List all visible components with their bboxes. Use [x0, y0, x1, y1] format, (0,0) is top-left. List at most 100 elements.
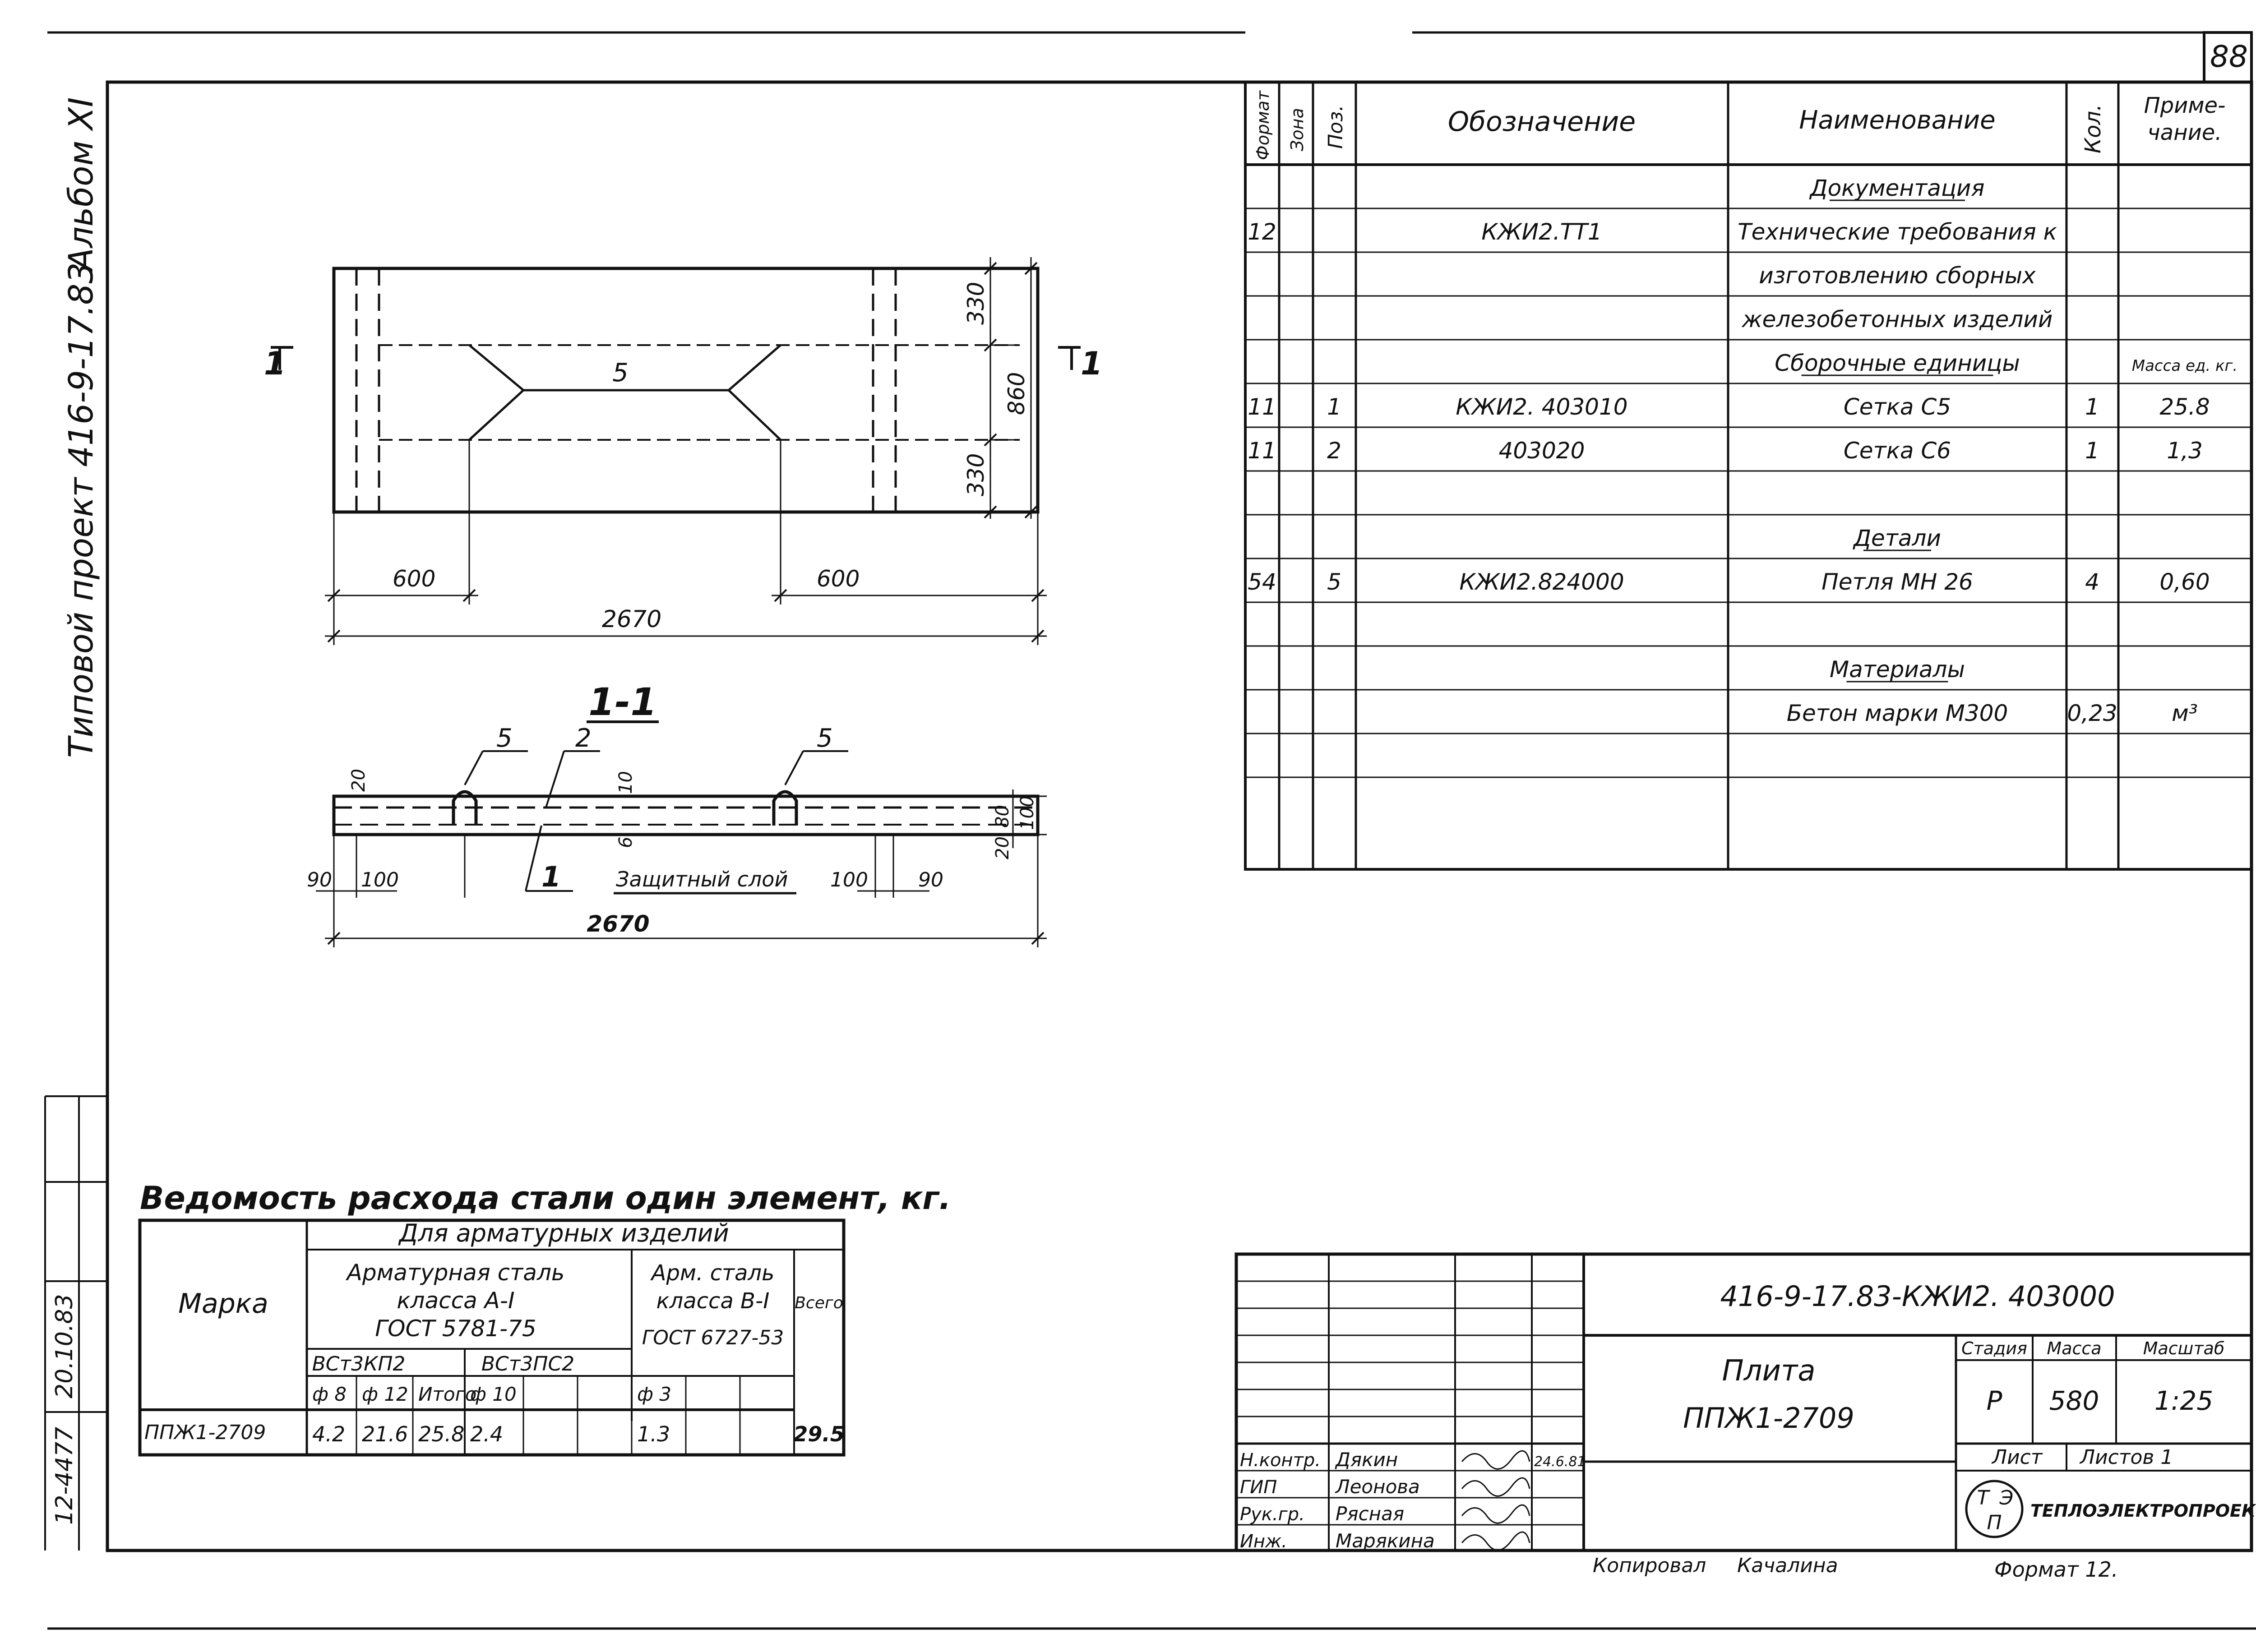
- class-b1-line3: ГОСТ 6727-53: [642, 1326, 784, 1349]
- spec-cell-name: Бетон марки М300: [1787, 700, 2008, 726]
- steel-diameter: Итого: [418, 1383, 476, 1405]
- spec-cell-format: 54: [1248, 569, 1276, 595]
- page-number: 88: [2210, 39, 2248, 74]
- signer-role: Инж.: [1240, 1531, 1287, 1552]
- spec-cell-name: Сетка С6: [1844, 438, 1951, 464]
- hdr-note-2: чание.: [2147, 120, 2222, 145]
- dim-section-2670: 2670: [587, 911, 649, 937]
- hdr-note: Приме-: [2144, 93, 2226, 118]
- section-mark-left: 1: [264, 345, 286, 382]
- sheets-label: Листов 1: [2079, 1446, 2173, 1469]
- stage-label: Стадия: [1961, 1338, 2027, 1358]
- spec-cell-format: 11: [1248, 438, 1276, 464]
- item-mark: ППЖ1-2709: [1683, 1402, 1854, 1435]
- spec-cell-name: Сетка С5: [1844, 394, 1951, 420]
- signer-name: Марякина: [1336, 1530, 1435, 1552]
- dim-860: 860: [1003, 372, 1030, 415]
- dim-right-600: 600: [817, 566, 860, 592]
- class-b1-line1: Арм. сталь: [650, 1260, 775, 1286]
- inventory-stamp: 12-4477 20.10.83: [44, 1095, 107, 1550]
- format-label: Формат 12.: [1994, 1557, 2118, 1582]
- steel-value: 1.3: [637, 1422, 670, 1446]
- sheet-label: Лист: [1991, 1446, 2043, 1469]
- svg-text:Т: Т: [1977, 1486, 1991, 1509]
- steel-diameter: ф 10: [470, 1383, 517, 1405]
- spec-cell-qty: 4: [2085, 569, 2099, 595]
- steel-diameter: ф 12: [362, 1383, 408, 1405]
- signer-role: Рук.гр.: [1240, 1504, 1305, 1525]
- dim-bottom-330: 330: [963, 453, 989, 496]
- steel-diameter: ф 8: [312, 1383, 347, 1405]
- dim-total-2670: 2670: [602, 606, 661, 633]
- dim-left-600: 600: [393, 566, 435, 592]
- spec-cell-qty: 1: [2085, 394, 2099, 420]
- steel-value: 2.4: [470, 1422, 503, 1446]
- signer-date: 24.6.81: [1534, 1454, 1586, 1470]
- signer-role: ГИП: [1240, 1477, 1277, 1498]
- steel-table-title: Ведомость расхода стали один элемент, кг…: [140, 1180, 951, 1217]
- loop-callout: 5: [612, 358, 629, 388]
- spec-cell-name: Сборочные единицы: [1775, 350, 2020, 376]
- spec-cell-pos: 2: [1327, 438, 1341, 464]
- album-label: Альбом XI: [62, 97, 101, 272]
- svg-text:Э: Э: [1999, 1486, 2014, 1509]
- spec-cell-pos: 1: [1327, 394, 1341, 420]
- dim-left-90: 90: [307, 868, 332, 891]
- grade-b: ВСт3ПС2: [481, 1352, 574, 1375]
- dim-mid-10: 10: [615, 771, 636, 794]
- total-header: Всего: [795, 1294, 843, 1312]
- spec-cell-designation: 403020: [1499, 438, 1585, 464]
- spec-cell-name: Документация: [1809, 175, 1985, 201]
- spec-cell-designation: КЖИ2.824000: [1459, 569, 1624, 595]
- hdr-format: Формат: [1253, 90, 1273, 160]
- drawing-code: 416-9-17.83-КЖИ2. 403000: [1720, 1280, 2115, 1313]
- copied-by-label: Копировал: [1593, 1554, 1706, 1577]
- callout-5-right: 5: [817, 724, 833, 753]
- spec-cell-format: 12: [1248, 219, 1276, 245]
- dim-bottom-20: 20: [992, 836, 1013, 859]
- specification-table: Формат Зона Поз. Обозначение Наименовани…: [1244, 81, 2253, 871]
- spec-cell-format: 11: [1248, 394, 1276, 420]
- signer-role: Н.контр.: [1240, 1450, 1321, 1471]
- spec-cell-name: Детали: [1853, 525, 1941, 551]
- section-title: 1-1: [588, 680, 657, 724]
- steel-value: 25.8: [418, 1422, 464, 1446]
- signer-name: Рясная: [1336, 1503, 1404, 1525]
- callout-2: 2: [575, 724, 592, 753]
- grade-a: ВСт3КП2: [312, 1352, 406, 1375]
- dim-top-20: 20: [348, 769, 369, 792]
- signature-scribble: [1461, 1450, 1530, 1470]
- project-label: Типовой проект 416-9-17.83: [62, 262, 101, 758]
- dim-100: 100: [1017, 796, 1038, 830]
- spec-cell-name: Материалы: [1830, 656, 1965, 683]
- hdr-pos: Поз.: [1324, 105, 1347, 149]
- item-name: Плита: [1722, 1354, 1815, 1388]
- svg-text:П: П: [1987, 1511, 2002, 1534]
- spec-cell-name: Петля МН 26: [1821, 569, 1973, 595]
- section-view: 1-1 5 2 5 1 Защитный слой 20 10 6 80: [307, 680, 1047, 947]
- plan-view: 5 1 1 330 860 330: [264, 257, 1103, 645]
- class-a1-line2: класса А-I: [397, 1287, 514, 1314]
- hdr-zone: Зона: [1287, 108, 1307, 151]
- steel-value: 4.2: [312, 1422, 345, 1446]
- hdr-qty: Кол.: [2080, 104, 2106, 153]
- signer-name: Леонова: [1335, 1476, 1420, 1498]
- spec-cell-name: железобетонных изделий: [1742, 306, 2053, 332]
- dim-top-330: 330: [963, 282, 989, 325]
- spec-cell-pos: 5: [1327, 569, 1341, 595]
- spec-cell-note: Масса ед. кг.: [2132, 357, 2238, 375]
- steel-value: 21.6: [362, 1422, 408, 1446]
- spec-cell-name: Технические требования к: [1738, 219, 2057, 245]
- spec-cell-designation: КЖИ2. 403010: [1456, 394, 1627, 420]
- mass-label: Масса: [2047, 1338, 2101, 1358]
- dim-right-100: 100: [830, 868, 868, 891]
- callout-1: 1: [541, 860, 561, 893]
- organization-name: ТЕПЛОЭЛЕКТРОПРОЕКТ: [2030, 1501, 2256, 1521]
- spec-cell-note: 25.8: [2159, 394, 2210, 420]
- steel-group-header: Для арматурных изделий: [398, 1219, 729, 1247]
- protective-layer-label: Защитный слой: [616, 867, 788, 891]
- section-mark-right: 1: [1081, 345, 1103, 382]
- signature-scribble: [1461, 1531, 1530, 1551]
- mass-value: 580: [2049, 1385, 2099, 1416]
